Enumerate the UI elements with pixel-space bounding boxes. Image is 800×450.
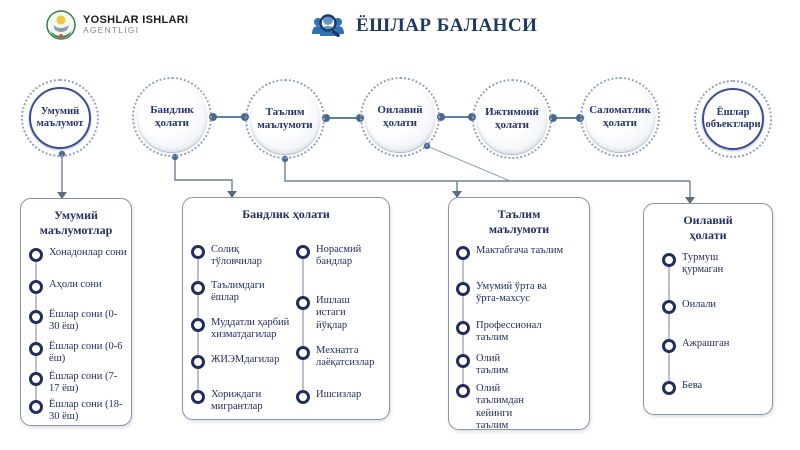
node-link [322,114,364,122]
list-item: Хонадонлар сони [49,247,127,258]
agency-logo: YOSHLAR ISHLARI AGENTLIGI [46,10,188,40]
list-item: Турмуш қурмаган [682,252,724,276]
panel-umumiy-malumotlar: Умумий маълумотлар Хонадонлар сони Аҳоли… [20,198,132,426]
page-title: ЁШЛАР БАЛАНСИ [356,15,538,36]
list-item: Умумий ўрта ва ўрта-махсус [476,281,547,305]
bullet-icon [296,390,310,404]
bullet-icon [29,248,43,262]
bullet-icon [29,372,43,386]
list-item: ЖИЭМдагилар [211,354,280,365]
bullet-track [668,261,670,389]
panel-title: Таълим маълумоти [488,207,550,236]
list-item: Аҳоли сони [49,279,102,290]
bullet-icon [29,280,43,294]
bullet-icon [191,318,205,332]
list-item: Таълимдаги ёшлар [211,280,265,304]
node-label: Саломатлик ҳолати [589,104,651,129]
node-talim-malumoti[interactable]: Таълим маълумоти [245,79,325,159]
list-item: Оилали [682,299,717,310]
node-label: Таълим маълумоти [257,106,313,131]
list-item: Ёшлар сони (0-30 ёш) [49,309,118,333]
bullet-icon [191,281,205,295]
list-item: Ёшлар сони (18-30 ёш) [49,399,123,423]
bullet-icon [662,381,676,395]
bullet-track [35,255,37,405]
panel-talim-malumoti: Таълим маълумоти Мактабгача таълим Умуми… [448,197,590,432]
bullet-icon [456,246,470,260]
node-label: Ижтимоий ҳолати [485,106,539,131]
bullet-icon [662,339,676,353]
node-label: Ёшлар объектлари [705,106,761,130]
bullet-icon [662,300,676,314]
bullet-icon [296,346,310,360]
list-item: Бева [682,380,703,391]
bullet-icon [191,390,205,404]
node-umumiy-malumot[interactable]: Умумий маълумот [21,79,99,157]
list-item: Ажрашган [682,338,730,349]
list-item: Хориждаги мигрантлар [211,389,263,413]
uzbekistan-emblem-icon [46,10,76,40]
bullet-icon [29,310,43,324]
panel-title: Бандлик ҳолати [242,207,330,221]
panel-title: Умумий маълумотлар [39,208,113,237]
bullet-icon [456,321,470,335]
list-item: Муддатли ҳарбий хизматдагилар [211,317,290,341]
panel-oilaviy-holati: Оилавий ҳолати Турмуш қурмаган Оилали Аж… [643,203,773,415]
node-link [209,113,249,121]
node-bandlik-holati[interactable]: Бандлик ҳолати [132,77,212,157]
bullet-icon [29,400,43,414]
panel-title: Оилавий ҳолати [683,213,733,242]
node-salomatlik-holati[interactable]: Саломатлик ҳолати [580,77,660,157]
panel-bandlik-holati: Бандлик ҳолати Солиқ тўловчилар Таълимда… [182,197,390,420]
list-item: Мехнатга лаёқатсизлар [316,345,375,369]
bullet-icon [191,355,205,369]
list-item: Мактабгача таълим [476,245,564,256]
list-item: Ёшлар сони (7-17 ёш) [49,371,118,395]
list-item: Ёшлар сони (0-6 ёш) [49,341,123,365]
logo-text-line2: AGENTLIGI [83,25,140,36]
bullet-icon [456,384,470,398]
bullet-icon [662,253,676,267]
bullet-icon [29,342,43,356]
node-oilaviy-holati[interactable]: Оилавий ҳолати [360,77,440,157]
list-item: Олий таълимдан кейинги таълим [476,383,524,432]
header-title-group: ЁШЛАР БАЛАНСИ [310,10,537,42]
list-item: Профессионал таълим [476,320,542,344]
logo-text-line1: YOSHLAR ISHLARI [83,14,189,27]
list-item: Олий таълим [476,353,509,377]
node-label: Бандлик ҳолати [150,104,194,129]
list-item: Норасмий бандлар [316,244,362,268]
bullet-icon [456,354,470,368]
bullet-icon [191,245,205,259]
node-label: Оилавий ҳолати [377,104,423,129]
node-ijtimoiy-holati[interactable]: Ижтимоий ҳолати [472,79,552,159]
bullet-icon [456,282,470,296]
node-link [549,114,584,122]
bullet-icon [296,296,310,310]
list-item: Ишсизлар [316,389,362,400]
bullet-track [302,253,304,398]
node-label: Умумий маълумот [36,105,84,129]
people-magnifier-icon [312,14,344,38]
list-item: Ишлаш истаги йўқлар [316,295,350,331]
list-item: Солиқ тўловчилар [211,244,262,268]
node-link [437,113,476,121]
bullet-icon [296,245,310,259]
node-yoshlar-obyektlari[interactable]: Ёшлар объектлари [694,80,772,158]
